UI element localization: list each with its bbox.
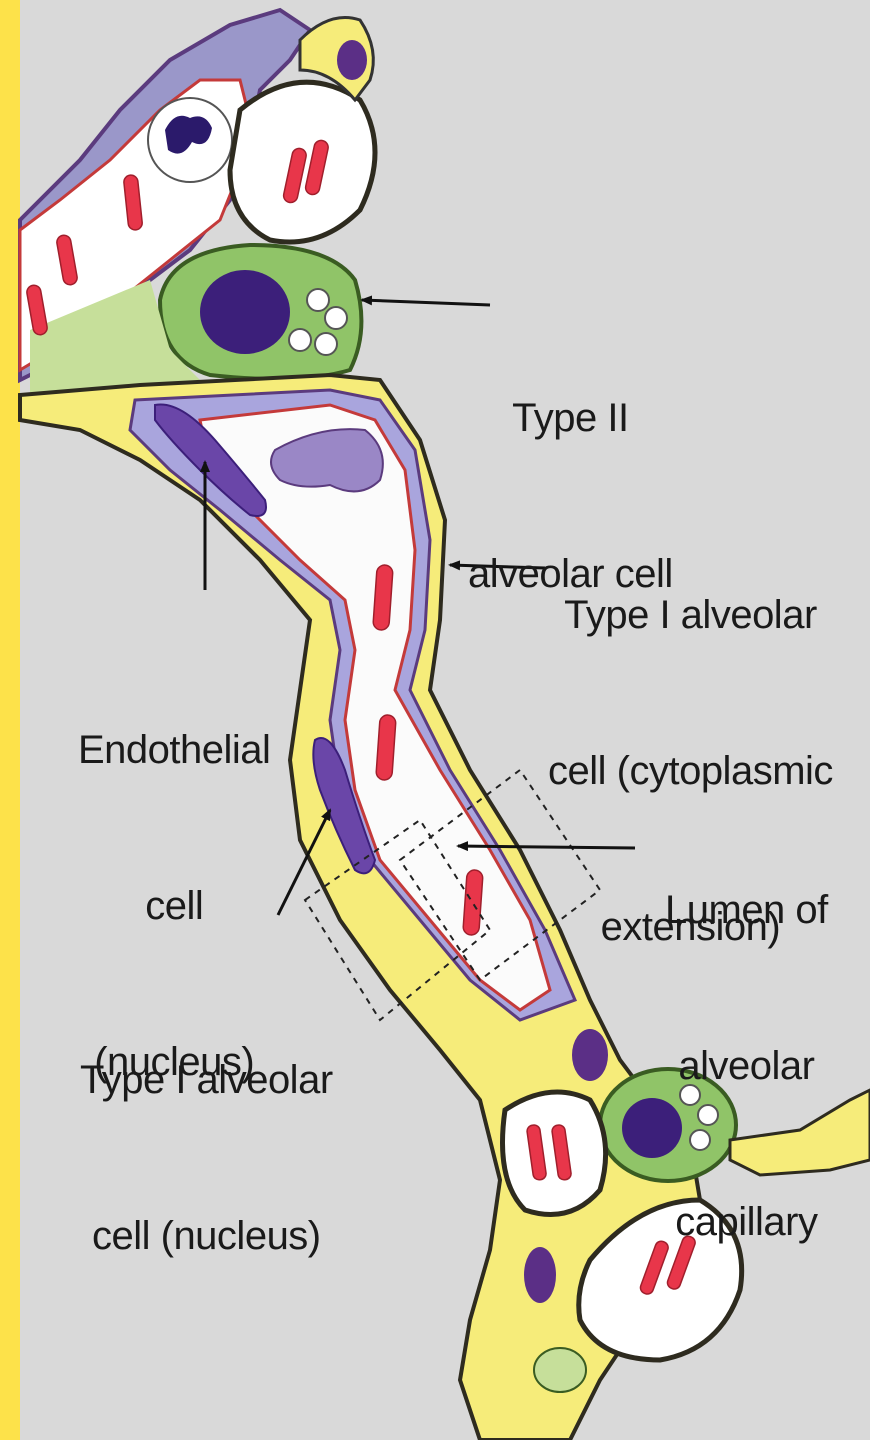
label-line: cell (nucleus): [80, 1210, 333, 1262]
lower-purple-nucleus: [572, 1029, 608, 1081]
lamellar-body: [315, 333, 337, 355]
label-line: alveolar: [665, 1040, 828, 1092]
type-ii-nucleus: [200, 270, 290, 354]
label-line: cell: [78, 880, 270, 932]
label-line: Endothelial: [78, 724, 270, 776]
label-lumen-of-alveolar-capillary: Lumen of alveolar capillary: [665, 780, 828, 1300]
top-purple-nucleus: [337, 40, 367, 80]
label-line: Type I alveolar: [548, 589, 833, 641]
lamellar-body: [307, 289, 329, 311]
lower-purple-nucleus: [524, 1247, 556, 1303]
label-line: Type II: [468, 392, 673, 444]
label-line: capillary: [665, 1196, 828, 1248]
lower-capillary-left: [503, 1092, 606, 1215]
lamellar-body: [289, 329, 311, 351]
label-type-i-alveolar-cell-nucleus: Type I alveolar cell (nucleus): [80, 950, 333, 1314]
lamellar-body: [325, 307, 347, 329]
label-line: Lumen of: [665, 884, 828, 936]
lower-green-cell: [534, 1348, 586, 1392]
label-line: Type I alveolar: [80, 1054, 333, 1106]
